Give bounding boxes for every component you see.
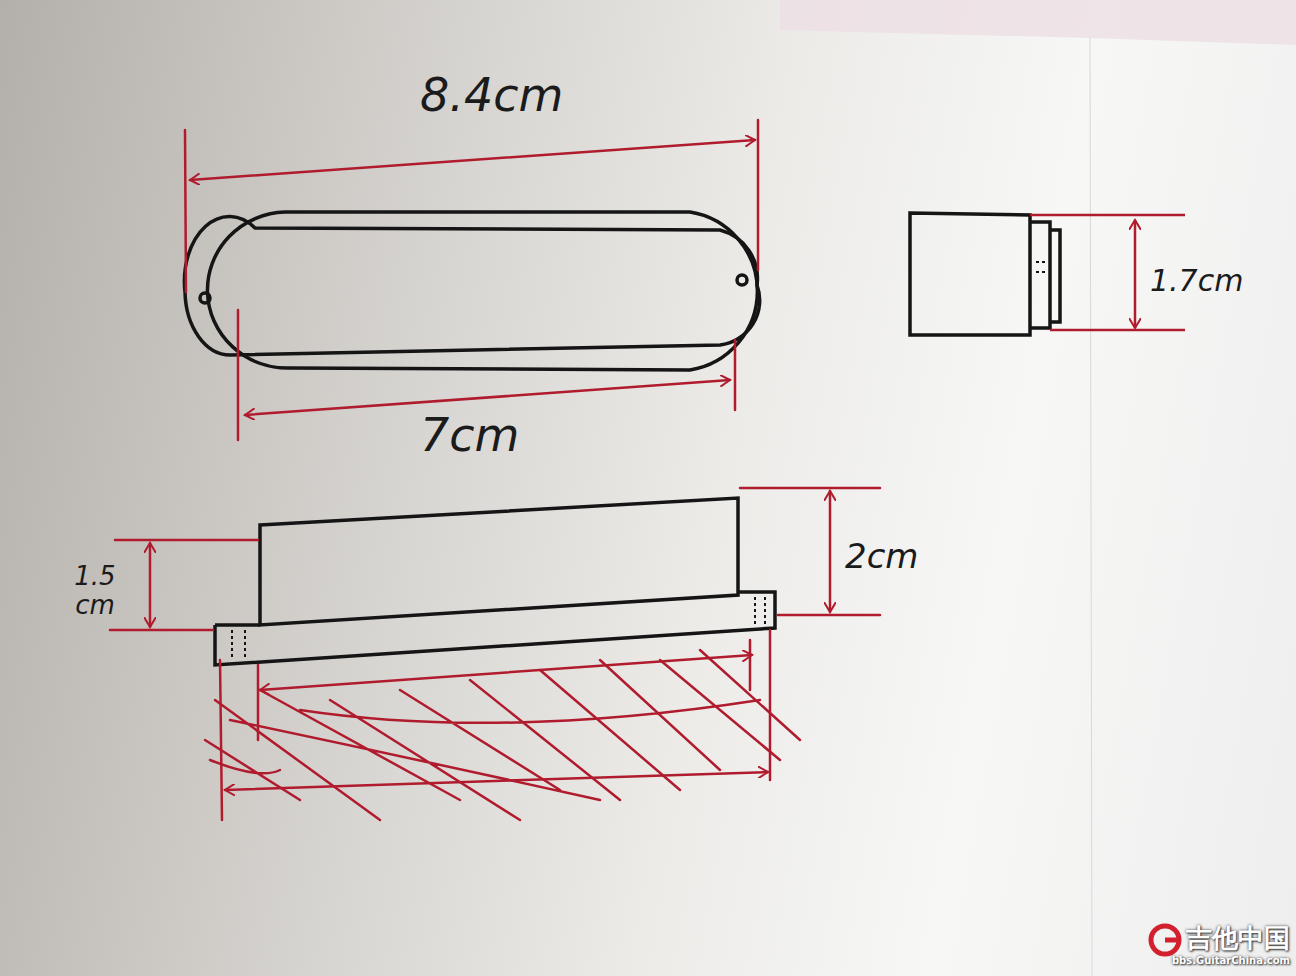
watermark: 吉他中国 xyxy=(1186,924,1290,953)
dimension-label: 8.4cm xyxy=(420,70,563,121)
dimension-label: 1.5 cm xyxy=(70,562,120,619)
dimension-label: 1.7cm xyxy=(1150,264,1243,297)
watermark: bbs.GuitarChina.com xyxy=(1172,955,1290,966)
dimension-label: 7cm xyxy=(420,410,519,461)
dimension-label: 2cm xyxy=(845,538,918,575)
